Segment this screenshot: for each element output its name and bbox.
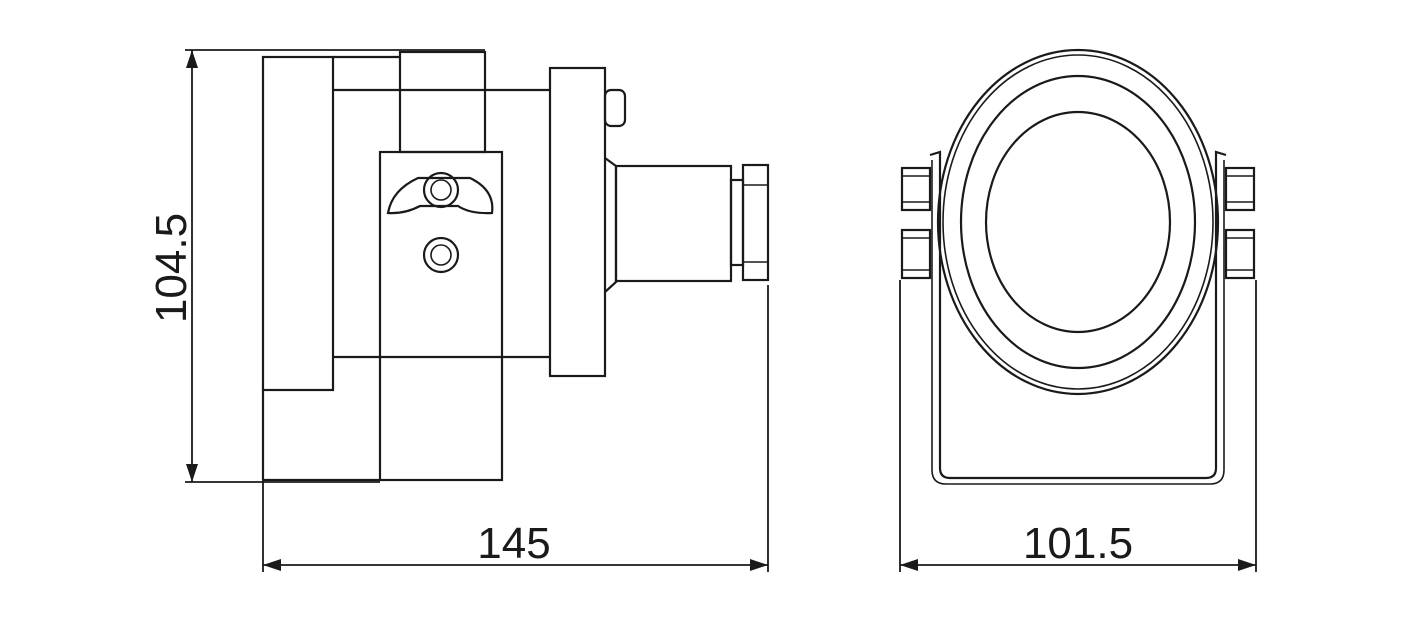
lower-bolt-icon xyxy=(422,236,460,274)
bracket-plate xyxy=(378,150,504,482)
lens-ring xyxy=(959,74,1197,370)
outer-housing xyxy=(936,48,1220,396)
u-bracket xyxy=(929,150,1227,480)
top-clamp-block xyxy=(398,50,487,154)
front-flange xyxy=(548,66,607,378)
flange-screw xyxy=(603,88,627,128)
rear-plate xyxy=(261,55,335,392)
dimension-lines xyxy=(185,49,1257,572)
left-upper-bolt xyxy=(900,166,932,212)
front-view xyxy=(900,48,1256,485)
left-lower-bolt xyxy=(900,228,932,280)
wing-slot xyxy=(386,176,494,215)
gland-body xyxy=(614,164,733,283)
upper-bolt-icon xyxy=(422,171,460,209)
front-width-dimension-label: 101.5 xyxy=(1023,519,1133,568)
right-lower-bolt xyxy=(1224,228,1256,280)
height-dimension-label: 104.5 xyxy=(147,213,196,323)
right-upper-bolt xyxy=(1224,166,1256,212)
lens xyxy=(984,110,1172,334)
side-width-dimension-label: 145 xyxy=(477,519,550,568)
gland-nut xyxy=(741,163,770,282)
side-view xyxy=(261,50,770,482)
